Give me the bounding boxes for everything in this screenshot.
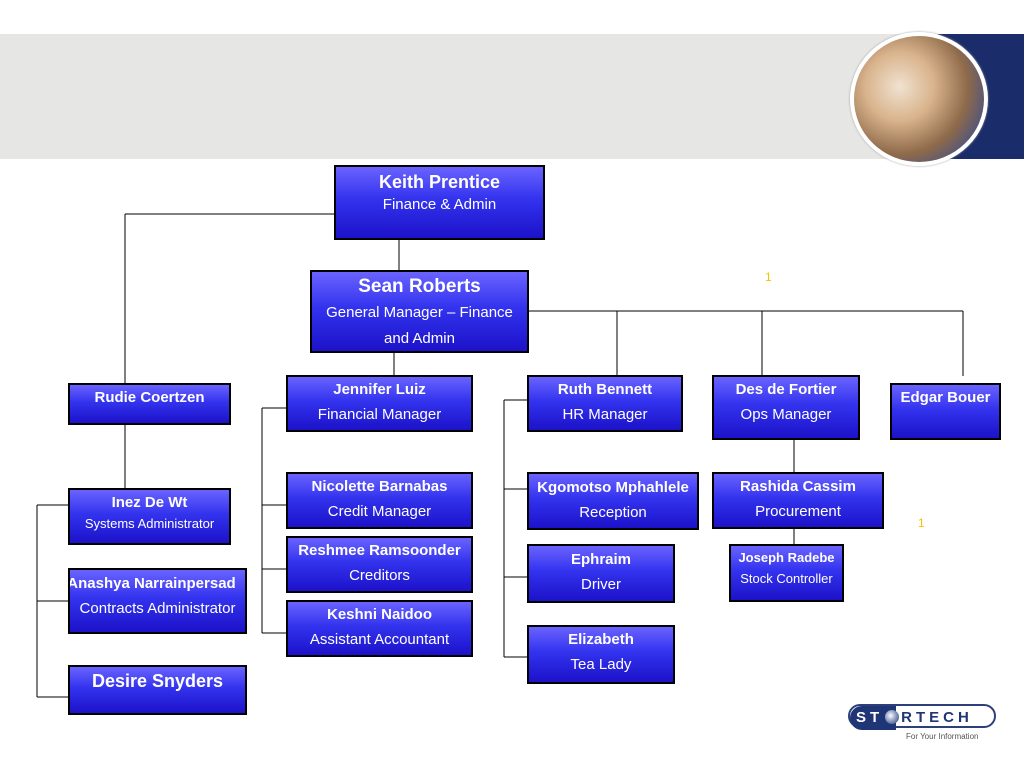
node-role: HR Manager xyxy=(562,406,648,423)
node-name: Anashya Narrainpersad xyxy=(68,575,236,592)
node-nicolette-barnabas: Nicolette Barnabas Credit Manager xyxy=(286,472,473,529)
logo-globe-icon xyxy=(885,710,900,724)
node-role: Ops Manager xyxy=(740,406,832,423)
node-name: Joseph Radebe xyxy=(738,550,835,565)
node-kgomotso-mphahlele: Kgomotso Mphahlele Reception xyxy=(527,472,699,530)
node-role: Systems Administrator xyxy=(84,516,215,531)
logo-wordmark: ST RTECH xyxy=(856,709,973,726)
node-ruth-bennett: Ruth Bennett HR Manager xyxy=(527,375,683,432)
node-name: Jennifer Luiz xyxy=(333,381,426,398)
node-role: General Manager – Finance xyxy=(326,304,513,321)
node-role: Creditors xyxy=(349,567,410,584)
node-rashida-cassim: Rashida Cassim Procurement xyxy=(712,472,884,529)
node-role: Driver xyxy=(581,576,621,593)
stortech-logo: ST RTECH For Your Information xyxy=(848,704,998,744)
logo-text-a: ST xyxy=(856,709,884,726)
node-sean-roberts: Sean Roberts General Manager – Finance a… xyxy=(310,270,529,353)
node-edgar-bouer: Edgar Bouer xyxy=(890,383,1001,440)
logo-text-b: RTECH xyxy=(901,709,973,726)
node-joseph-radebe: Joseph Radebe Stock Controller xyxy=(729,544,844,602)
node-role: Credit Manager xyxy=(327,503,432,520)
header-photo xyxy=(850,32,988,166)
node-inez-de-wt: Inez De Wt Systems Administrator xyxy=(68,488,231,545)
node-rudie-coertzen: Rudie Coertzen xyxy=(68,383,231,425)
node-name: Keith Prentice xyxy=(378,172,501,192)
node-name: Elizabeth xyxy=(568,631,634,648)
node-name: Desire Snyders xyxy=(91,671,224,691)
marker-label: 1 xyxy=(918,516,925,530)
node-name: Kgomotso Mphahlele xyxy=(537,479,689,496)
node-role: Tea Lady xyxy=(570,656,632,673)
node-name: Keshni Naidoo xyxy=(326,606,432,623)
node-name: Des de Fortier xyxy=(735,381,837,398)
logo-pill: ST RTECH xyxy=(848,704,996,730)
node-name: Nicolette Barnabas xyxy=(311,478,448,495)
node-name: Rudie Coertzen xyxy=(94,389,205,406)
node-role: Contracts Administrator xyxy=(79,600,236,617)
node-name: Sean Roberts xyxy=(358,276,481,297)
node-role: Reception xyxy=(579,504,647,521)
node-role: Procurement xyxy=(755,503,841,520)
node-ephraim: Ephraim Driver xyxy=(527,544,675,603)
node-name: Inez De Wt xyxy=(111,494,188,511)
node-des-de-fortier: Des de Fortier Ops Manager xyxy=(712,375,860,440)
node-keshni-naidoo: Keshni Naidoo Assistant Accountant xyxy=(286,600,473,657)
node-role-line2: and Admin xyxy=(384,330,455,347)
node-name: Ephraim xyxy=(570,551,631,568)
node-reshmee-ramsoonder: Reshmee Ramsoonder Creditors xyxy=(286,536,473,593)
node-role: Stock Controller xyxy=(740,571,833,586)
node-name: Edgar Bouer xyxy=(900,389,991,406)
logo-tagline: For Your Information xyxy=(906,732,979,741)
node-name: Rashida Cassim xyxy=(740,478,856,495)
node-jennifer-luiz: Jennifer Luiz Financial Manager xyxy=(286,375,473,432)
node-elizabeth: Elizabeth Tea Lady xyxy=(527,625,675,684)
node-name: Ruth Bennett xyxy=(557,381,653,398)
node-role: Financial Manager xyxy=(317,406,442,423)
node-role: Finance & Admin xyxy=(382,196,497,213)
node-anashya-narrainpersad: Anashya Narrainpersad Contracts Administ… xyxy=(68,568,247,634)
node-role: Assistant Accountant xyxy=(309,631,450,648)
node-keith-prentice: Keith Prentice Finance & Admin xyxy=(334,165,545,240)
node-desire-snyders: Desire Snyders xyxy=(68,665,247,715)
node-name: Reshmee Ramsoonder xyxy=(298,542,461,559)
marker-label: 1 xyxy=(765,270,772,284)
